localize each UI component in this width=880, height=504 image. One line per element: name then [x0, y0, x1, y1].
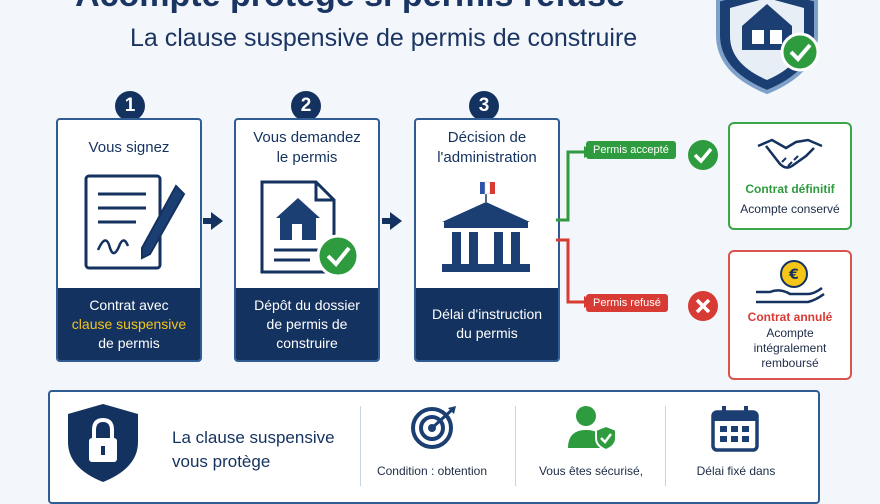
shield-house-icon: [716, 0, 820, 95]
page-subtitle: La clause suspensive de permis de constr…: [130, 24, 638, 52]
step-3-number: 3: [469, 91, 499, 121]
highlight-text: clause suspensive: [71, 315, 187, 332]
calendar-icon: [711, 406, 759, 452]
step-2-heading: Vous demandez le permis: [253, 129, 361, 166]
permit-accepted-label: Permis accepté: [586, 141, 676, 159]
result-accepted-title: Contrat définitif: [745, 182, 835, 196]
banner-heading: La clause suspensive vous protège: [172, 428, 335, 471]
euro-refund-icon: €: [756, 260, 825, 304]
result-accepted-subtitle: Acompte conservé: [740, 202, 840, 216]
result-refused-subtitle: Acompte intégralement remboursé: [753, 326, 827, 370]
divider: [665, 406, 666, 486]
contract-sign-icon: [84, 174, 186, 270]
step-2-card: Vous demandez le permis Dépôt du dossier…: [234, 118, 380, 362]
step-3-card: Décision de l'administration Délai d'ins…: [414, 118, 560, 362]
result-accepted-card: Contrat définitif Acompte conservé: [728, 122, 852, 230]
feature-secure-label: Vous êtes sécurisé,: [538, 464, 644, 478]
secure-user-icon: [568, 406, 617, 452]
step-1-heading: Vous signez: [88, 139, 170, 156]
step-2-footer: Dépôt du dossier de permis de construire: [236, 288, 378, 360]
divider: [515, 406, 516, 486]
protection-banner: La clause suspensive vous protège Condit…: [48, 390, 820, 504]
divider: [360, 406, 361, 486]
handshake-icon: [757, 138, 823, 169]
step-2-number: 2: [291, 91, 321, 121]
page-title: Acompte protégé si permis refusé: [0, 0, 700, 15]
feature-deadline-label: Délai fixé dans: [696, 464, 776, 478]
feature-condition-label: Condition : obtention: [376, 464, 488, 478]
step-1-number: 1: [115, 91, 145, 121]
step-3-heading: Décision de l'administration: [437, 129, 537, 166]
result-refused-card: € Contrat annulé Acompte intégralement r…: [728, 250, 852, 380]
step-1-footer: Contrat avec clause suspensive de permis: [58, 288, 200, 360]
svg-text:€: €: [788, 267, 799, 283]
branch-connector: [556, 146, 594, 308]
step-3-footer: Délai d'instruction du permis: [416, 288, 558, 360]
result-refused-title: Contrat annulé: [747, 310, 833, 324]
arrow-icon: [382, 212, 402, 230]
target-icon: [411, 406, 456, 449]
lock-shield-icon: [68, 404, 138, 482]
step-1-card: Vous signez Contrat avec clause suspensi…: [56, 118, 202, 362]
check-icon: [688, 140, 718, 170]
arrow-icon: [203, 212, 223, 230]
permit-file-icon: [260, 180, 360, 278]
permit-refused-label: Permis refusé: [586, 294, 668, 312]
town-hall-icon: [442, 181, 530, 272]
cross-icon: [688, 291, 718, 321]
